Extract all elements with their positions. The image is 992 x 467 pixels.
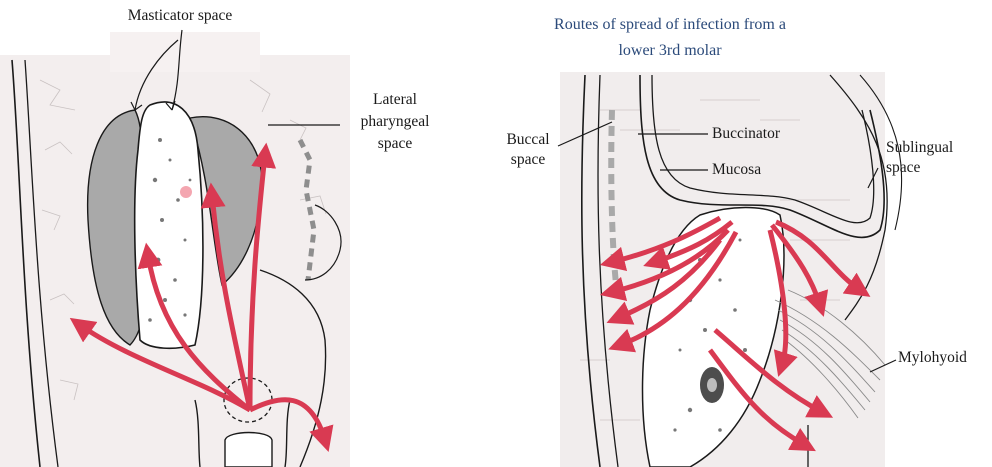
label-buccal-space-line2: space (498, 150, 558, 170)
label-lateral-pharyngeal-line3: space (350, 134, 440, 154)
diagram-title-line2: lower 3rd molar (520, 38, 820, 64)
label-masticator-space: Masticator space (100, 6, 260, 26)
label-lateral-pharyngeal-line1: Lateral (350, 90, 440, 110)
lower-molar (225, 433, 272, 467)
mandible-ramus (135, 102, 203, 348)
label-mylohyoid: Mylohyoid (898, 348, 967, 368)
inferior-alveolar-nerve (707, 378, 717, 392)
label-buccal-space-line1: Buccal (498, 130, 558, 150)
infection-focus-left (180, 186, 192, 198)
diagram-title-line1: Routes of spread of infection from a (520, 12, 820, 38)
left-anatomy-panel (0, 30, 350, 467)
label-lateral-pharyngeal-line2: pharyngeal (350, 112, 440, 132)
label-mucosa: Mucosa (712, 160, 761, 180)
label-sublingual-line2: space (886, 158, 920, 178)
label-buccinator: Buccinator (712, 124, 780, 144)
left-top-patch (110, 32, 260, 72)
label-sublingual-line1: Sublingual (886, 138, 953, 158)
